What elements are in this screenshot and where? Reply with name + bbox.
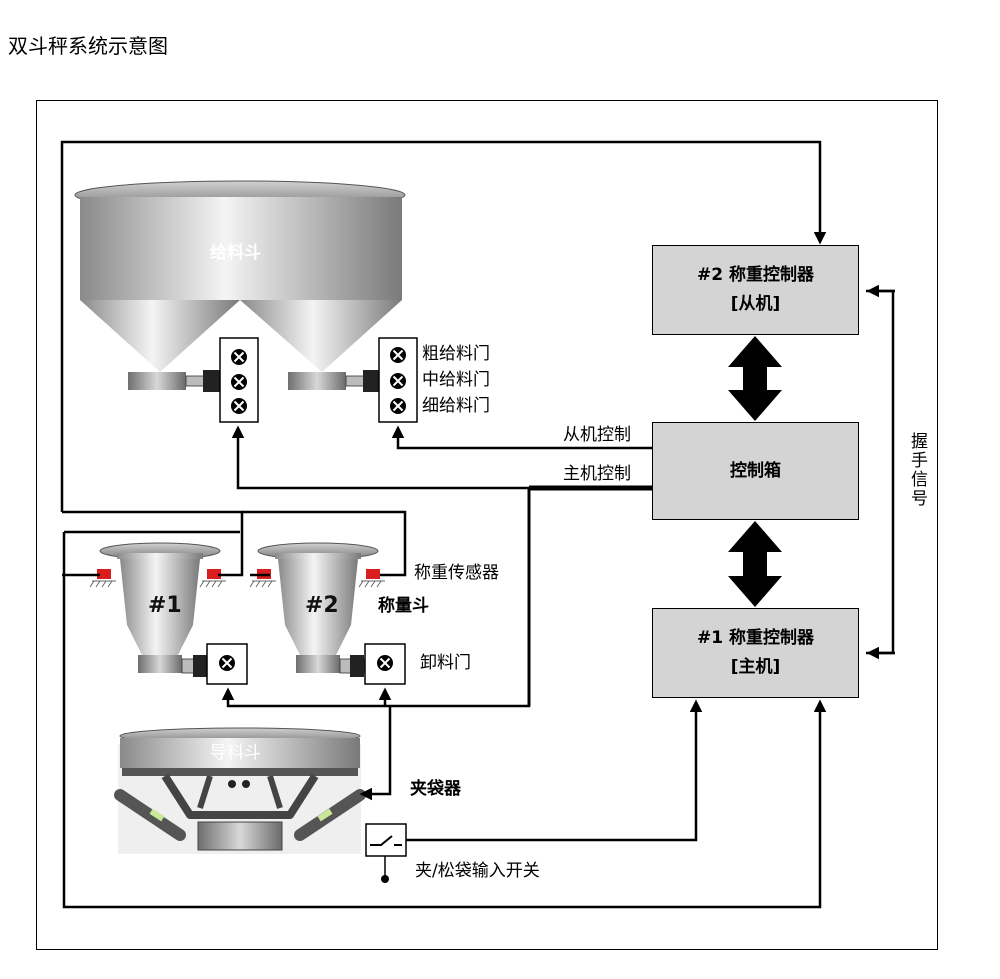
clamp-switch-label: 夹/松袋输入开关 xyxy=(415,861,540,881)
page-title: 双斗秤系统示意图 xyxy=(8,34,168,58)
discharge-gates xyxy=(181,643,406,685)
discharge-gate-icon-1 xyxy=(218,654,236,672)
fine-gate-icon-2 xyxy=(389,397,407,415)
medium-gate-label: 中给料门 xyxy=(422,370,490,390)
coarse-gate-icon-1 xyxy=(230,348,248,366)
discharge-gate-icon-2 xyxy=(376,654,394,672)
discharge-gate-label: 卸料门 xyxy=(420,653,471,673)
guide-hopper-label: 导料斗 xyxy=(210,743,261,763)
controller-2-title: #2 称重控制器 xyxy=(697,265,814,286)
medium-gate-icon-1 xyxy=(230,373,248,391)
slave-control-label: 从机控制 xyxy=(563,425,631,445)
control-box-label: 控制箱 xyxy=(730,460,781,481)
load-cell-label: 称重传感器 xyxy=(414,563,499,583)
feed-gate-group-1 xyxy=(219,337,259,423)
weigh-hopper-1 xyxy=(99,542,221,673)
coarse-gate-icon-2 xyxy=(389,346,407,364)
control-box: 控制箱 xyxy=(652,422,859,520)
hopper-1-number: #1 xyxy=(148,593,182,618)
master-control-label: 主机控制 xyxy=(563,464,631,484)
fine-gate-icon-1 xyxy=(230,397,248,415)
bag-clamp-label: 夹袋器 xyxy=(410,779,461,799)
feed-hopper-label: 给料斗 xyxy=(210,243,261,263)
controller-2-role: [从机] xyxy=(730,294,781,314)
hopper-2-number: #2 xyxy=(305,593,339,618)
fine-gate-label: 细给料门 xyxy=(422,396,490,416)
controller-2-box: #2 称重控制器 [从机] xyxy=(652,245,859,335)
clamp-switch-symbol xyxy=(365,823,407,883)
weigh-hopper-label: 称量斗 xyxy=(378,596,429,616)
feed-hopper xyxy=(74,180,406,392)
diagram-frame xyxy=(36,100,938,950)
controller-1-box: #1 称重控制器 [主机] xyxy=(652,608,859,698)
guide-hopper xyxy=(114,727,366,854)
feed-gate-group-2 xyxy=(378,337,418,423)
controller-1-title: #1 称重控制器 xyxy=(697,628,814,649)
handshake-label: 握手信号 xyxy=(907,432,927,508)
bidirectional-arrows xyxy=(728,336,782,607)
weigh-hopper-2 xyxy=(257,542,379,673)
medium-gate-icon-2 xyxy=(389,372,407,390)
controller-1-role: [主机] xyxy=(730,657,781,677)
coarse-gate-label: 粗给料门 xyxy=(422,344,490,364)
